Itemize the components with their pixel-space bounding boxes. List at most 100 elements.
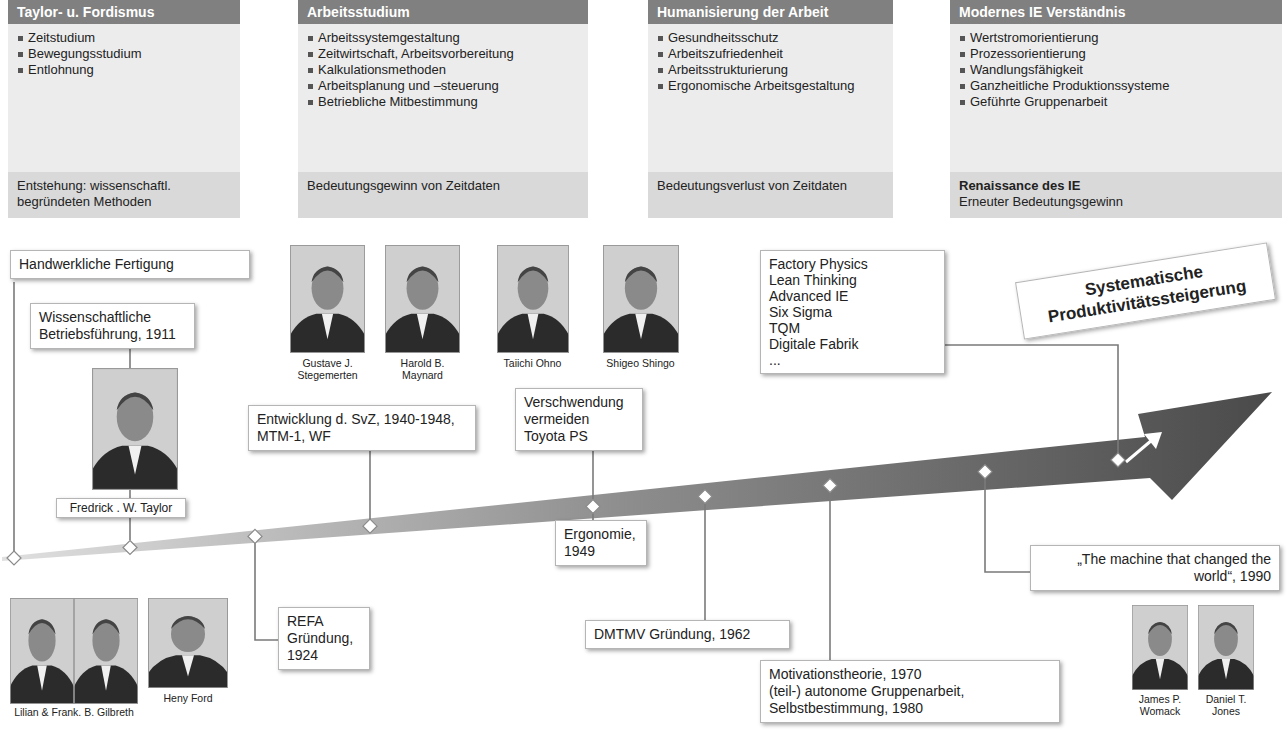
box-text: Wissenschaftliche Betriebsführung, 1911 xyxy=(39,309,186,343)
era-panel: Modernes IE VerständnisWertstromorientie… xyxy=(950,0,1282,218)
box-text: Ergonomie, 1949 xyxy=(564,526,638,560)
milestone-box: Wissenschaftliche Betriebsführung, 1911 xyxy=(30,303,195,349)
box-text: Toyota PS xyxy=(524,428,634,445)
panel-summary: Entstehung: wissenschaftl. begründeten M… xyxy=(17,178,231,210)
inner-arrow xyxy=(1126,440,1152,462)
panel-summary: Bedeutungsgewinn von Zeitdaten xyxy=(307,178,579,194)
milestone-diamond xyxy=(823,479,837,493)
panel-body: ZeitstudiumBewegungsstudiumEntlohnung xyxy=(8,24,240,172)
bullet-item: Gesundheitsschutz xyxy=(657,30,884,46)
milestone-diamond xyxy=(586,500,600,514)
method-list-box: Factory PhysicsLean ThinkingAdvanced IES… xyxy=(760,250,945,374)
panel-title: Arbeitsstudium xyxy=(307,4,579,20)
era-panel: Taylor- u. FordismusZeitstudiumBewegungs… xyxy=(8,0,240,218)
panel-body: GesundheitsschutzArbeitszufriedenheitArb… xyxy=(648,24,893,172)
portrait xyxy=(497,245,569,353)
portrait xyxy=(1132,605,1188,690)
box-text: „The machine that changed the world“, 19… xyxy=(1039,551,1271,585)
portrait xyxy=(385,245,460,353)
bullet-item: Arbeitszufriedenheit xyxy=(657,46,884,62)
box-text: Entwicklung d. SvZ, 1940-1948, MTM-1, WF xyxy=(257,411,467,445)
milestone-box: DMTMV Gründung, 1962 xyxy=(585,620,790,649)
milestone-diamond xyxy=(123,541,137,555)
box-text: Advanced IE xyxy=(769,288,936,304)
panel-footer: Renaissance des IEErneuter Bedeutungsgew… xyxy=(950,172,1282,218)
era-panel: Humanisierung der ArbeitGesundheitsschut… xyxy=(648,0,893,218)
portrait-caption: Lilian & Frank. B. Gilbreth xyxy=(5,706,143,718)
leader-line xyxy=(704,503,706,622)
box-text: Handwerkliche Fertigung xyxy=(19,256,241,273)
milestone-box: Entwicklung d. SvZ, 1940-1948, MTM-1, WF xyxy=(248,405,476,451)
portrait-caption: Harold B. Maynard xyxy=(380,357,465,381)
portrait-caption: Shigeo Shingo xyxy=(598,357,683,369)
bullet-item: Wandlungsfähigkeit xyxy=(959,62,1273,78)
panel-body: ArbeitssystemgestaltungZeitwirtschaft, A… xyxy=(298,24,588,172)
portrait xyxy=(92,368,178,490)
milestone-diamond xyxy=(1111,453,1125,467)
bullet-item: Arbeitssystemgestaltung xyxy=(307,30,579,46)
portrait xyxy=(74,598,138,704)
box-text: Six Sigma xyxy=(769,304,936,320)
bullet-item: Betriebliche Mitbestimmung xyxy=(307,94,579,110)
portrait xyxy=(10,598,74,704)
panel-header: Taylor- u. Fordismus xyxy=(8,0,240,24)
bullet-item: Zeitstudium xyxy=(17,30,231,46)
leader-line xyxy=(985,479,1032,572)
bullet-item: Ganzheitliche Produktionssysteme xyxy=(959,78,1273,94)
milestone-diamond xyxy=(7,551,21,565)
bullet-item: Wertstromorientierung xyxy=(959,30,1273,46)
portrait xyxy=(1198,605,1254,690)
inner-arrow-head xyxy=(1144,432,1162,449)
box-text: REFA Gründung, 1924 xyxy=(287,613,361,664)
bullet-item: Arbeitsstrukturierung xyxy=(657,62,884,78)
leader-line xyxy=(255,543,280,640)
bullet-item: Prozessorientierung xyxy=(959,46,1273,62)
box-text: Fredrick . W. Taylor xyxy=(63,501,179,515)
bullet-item: Entlohnung xyxy=(17,62,231,78)
box-text: Verschwendung vermeiden xyxy=(524,394,634,428)
box-text: Factory Physics xyxy=(769,256,936,272)
panel-footer: Bedeutungsgewinn von Zeitdaten xyxy=(298,172,588,218)
bullet-item: Kalkulationsmethoden xyxy=(307,62,579,78)
leader-line xyxy=(940,345,1118,453)
panel-title: Taylor- u. Fordismus xyxy=(17,4,231,20)
milestone-box: Handwerkliche Fertigung xyxy=(10,250,250,279)
bullet-item: Zeitwirtschaft, Arbeitsvorbereitung xyxy=(307,46,579,62)
panel-summary: Bedeutungsverlust von Zeitdaten xyxy=(657,178,884,194)
box-text: Lean Thinking xyxy=(769,272,936,288)
portrait-caption: Gustave J. Stegemerten xyxy=(285,357,370,381)
panel-header: Humanisierung der Arbeit xyxy=(648,0,893,24)
bullet-item: Geführte Gruppenarbeit xyxy=(959,94,1273,110)
leader-line xyxy=(369,450,371,519)
panel-header: Arbeitsstudium xyxy=(298,0,588,24)
panel-body: WertstromorientierungProzessorientierung… xyxy=(950,24,1282,172)
box-text: Systematische Produktivitätssteigerung xyxy=(1025,252,1266,331)
era-panel: ArbeitsstudiumArbeitssystemgestaltungZei… xyxy=(298,0,588,218)
milestone-box: Ergonomie, 1949 xyxy=(555,520,647,566)
milestone-diamond xyxy=(698,490,712,504)
box-text: Digitale Fabrik xyxy=(769,336,936,352)
milestone-box: Motivationstheorie, 1970(teil-) autonome… xyxy=(760,660,1060,723)
panel-summary: Erneuter Bedeutungsgewinn xyxy=(959,194,1273,210)
panel-title: Humanisierung der Arbeit xyxy=(657,4,884,20)
panel-summary: Renaissance des IE xyxy=(959,178,1273,194)
portrait-caption: Heny Ford xyxy=(143,692,233,704)
panel-header: Modernes IE Verständnis xyxy=(950,0,1282,24)
milestone-box: REFA Gründung, 1924 xyxy=(278,607,370,670)
box-text: (teil-) autonome Gruppenarbeit, Selbstbe… xyxy=(769,683,1051,717)
milestone-box: „The machine that changed the world“, 19… xyxy=(1030,545,1280,591)
bullet-item: Arbeitsplanung und –steuerung xyxy=(307,78,579,94)
bullet-item: Bewegungsstudium xyxy=(17,46,231,62)
bullet-item: Ergonomische Arbeitsgestaltung xyxy=(657,78,884,94)
milestone-diamond xyxy=(363,519,377,533)
box-text: TQM xyxy=(769,320,936,336)
leader-line xyxy=(829,492,831,662)
box-text: DMTMV Gründung, 1962 xyxy=(594,626,781,643)
box-text: Motivationstheorie, 1970 xyxy=(769,666,1051,683)
panel-footer: Entstehung: wissenschaftl. begründeten M… xyxy=(8,172,240,218)
milestone-diamond xyxy=(248,529,262,543)
box-text: ... xyxy=(769,352,936,368)
portrait xyxy=(603,245,679,353)
leader-line xyxy=(13,282,15,551)
